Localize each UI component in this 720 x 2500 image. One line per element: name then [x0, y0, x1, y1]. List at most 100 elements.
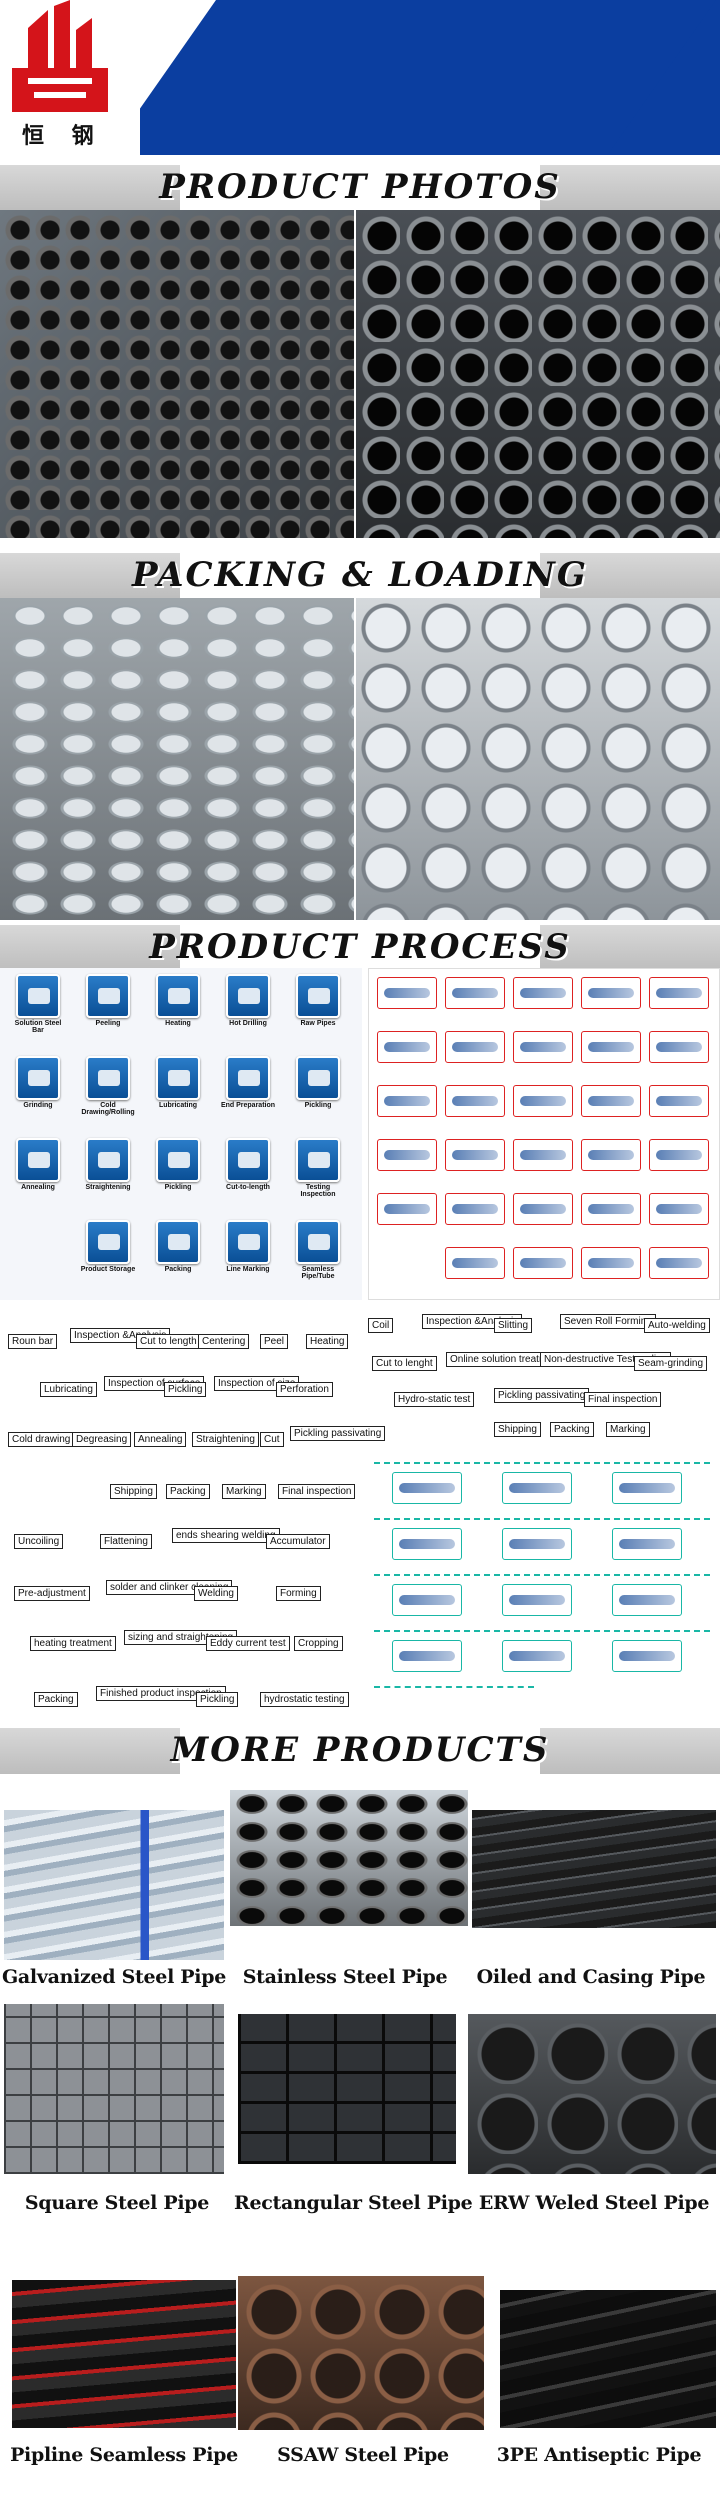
flow-step: Straightening — [192, 1432, 259, 1447]
tile-label: Pickling — [304, 1102, 332, 1109]
flow-step: Degreasing — [72, 1432, 132, 1447]
process-tile — [86, 1220, 130, 1264]
product-label[interactable]: Oiled and Casing Pipe — [476, 1966, 706, 1988]
process-tile — [86, 1138, 130, 1182]
product-photo-seamless[interactable] — [12, 2280, 236, 2428]
flow-step: Final inspection — [278, 1484, 356, 1499]
flow-step: Accumulator — [266, 1534, 330, 1549]
tile-label: Cut-to-length — [226, 1184, 270, 1191]
flowchart-erw: Uncoiling Flattening ends shearing weldi… — [0, 1520, 362, 1720]
flow-step: Pickling — [196, 1692, 239, 1707]
tile-label: Seamless Pipe/Tube — [301, 1266, 335, 1280]
product-photo-square[interactable] — [4, 2004, 224, 2174]
process-tile — [296, 1220, 340, 1264]
process-tile — [226, 1138, 270, 1182]
process-tile — [226, 1056, 270, 1100]
flow-step: ends shearing welding — [172, 1528, 280, 1543]
flow-step: heating treatment — [30, 1636, 116, 1651]
flow-step: Eddy current test — [206, 1636, 290, 1651]
section-pill — [180, 553, 540, 599]
product-photo-rectangular[interactable] — [238, 2014, 456, 2164]
tile-label: Cold Drawing/Rolling — [81, 1102, 135, 1116]
section-title-process: PRODUCT PROCESS — [149, 927, 571, 967]
product-photo-galvanized[interactable] — [4, 1810, 224, 1960]
product-photo-stainless[interactable] — [230, 1790, 468, 1926]
product-label[interactable]: ERW Weled Steel Pipe — [478, 2192, 710, 2214]
flow-step: Shipping — [110, 1484, 157, 1499]
product-photo-ssaw[interactable] — [238, 2276, 484, 2430]
product-label[interactable]: Square Steel Pipe — [24, 2192, 210, 2214]
flow-step: Packing — [34, 1692, 78, 1707]
product-photo-3pe[interactable] — [500, 2290, 716, 2428]
flow-step: Shipping — [494, 1422, 541, 1437]
process-tile — [296, 1056, 340, 1100]
flow-step: Packing — [550, 1422, 594, 1437]
process-tile — [16, 974, 60, 1018]
tile-label: Raw Pipes — [300, 1020, 336, 1027]
process-tiles-panel: Solution Steel Bar Peeling Heating Hot D… — [0, 968, 362, 1300]
section-pill — [180, 1728, 540, 1774]
tile-label: Straightening — [85, 1184, 131, 1191]
photo-pipes-stack — [0, 210, 354, 538]
flow-step: Marking — [222, 1484, 266, 1499]
flow-step: Pickling passivating — [494, 1388, 590, 1403]
flow-step: Centering — [198, 1334, 250, 1349]
tile-label: Testing Inspection — [300, 1184, 336, 1198]
section-pill — [180, 165, 540, 211]
flow-step: Packing — [166, 1484, 210, 1499]
process-tile — [156, 974, 200, 1018]
process-tile — [16, 1056, 60, 1100]
tile-label: Pickling — [164, 1184, 192, 1191]
flow-step: Perforation — [276, 1382, 333, 1397]
product-label[interactable]: Galvanized Steel Pipe — [1, 1966, 226, 1988]
process-tile — [156, 1056, 200, 1100]
process-tile — [226, 974, 270, 1018]
tile-label: Solution Steel Bar — [14, 1020, 62, 1034]
flow-step: hydrostatic testing — [260, 1692, 349, 1707]
photo-bundles-warehouse — [0, 598, 354, 920]
flow-step: Roun bar — [8, 1334, 58, 1349]
logo-text: 恒 钢 — [22, 123, 104, 149]
process-tile — [156, 1138, 200, 1182]
flow-step: Forming — [276, 1586, 321, 1601]
product-label[interactable]: SSAW Steel Pipe — [277, 2444, 449, 2466]
flowchart-welded: Coil Inspection &Analysis Slitting Seven… — [364, 1310, 720, 1450]
tile-label: Lubricating — [158, 1102, 198, 1109]
process-tile — [86, 1056, 130, 1100]
flow-step: Auto-welding — [644, 1318, 710, 1333]
flow-step: Pre-adjustment — [14, 1586, 90, 1601]
flowchart-seamless: Roun bar Inspection &Analysis Cut to len… — [0, 1310, 386, 1520]
tile-label: Heating — [165, 1020, 191, 1027]
process-diagram-red — [368, 968, 720, 1300]
section-pill — [180, 925, 540, 971]
section-title-more-products: MORE PRODUCTS — [170, 1730, 550, 1770]
process-tile — [16, 1138, 60, 1182]
flow-step: Pickling passivating — [290, 1426, 386, 1441]
process-tile — [296, 974, 340, 1018]
photo-container-loading — [356, 598, 720, 920]
product-label[interactable]: Pipline Seamless Pipe — [10, 2444, 238, 2466]
process-tile — [86, 974, 130, 1018]
section-title-product-photos: PRODUCT PHOTOS — [159, 167, 561, 207]
tile-label: Line Marking — [226, 1266, 270, 1273]
flow-step: Flattening — [100, 1534, 152, 1549]
process-diagram-teal — [364, 1454, 720, 1714]
product-label[interactable]: Stainless Steel Pipe — [242, 1966, 448, 1988]
product-label[interactable]: 3PE Antiseptic Pipe — [496, 2444, 702, 2466]
flow-step: Final inspection — [584, 1392, 662, 1407]
product-photo-oiled-casing[interactable] — [472, 1810, 716, 1928]
tile-label: Packing — [164, 1266, 192, 1273]
flow-step: Slitting — [494, 1318, 533, 1333]
flow-step: Seven Roll Forming — [560, 1314, 656, 1329]
tile-label: Grinding — [23, 1102, 53, 1109]
flow-step: Coil — [368, 1318, 394, 1333]
flow-step: Marking — [606, 1422, 650, 1437]
flow-step: Cut to length — [136, 1334, 201, 1349]
flow-step: Cut — [260, 1432, 284, 1447]
product-photo-erw[interactable] — [468, 2014, 716, 2174]
product-label[interactable]: Rectangular Steel Pipe — [234, 2192, 473, 2214]
flow-step: Pickling — [164, 1382, 207, 1397]
flow-step: Cut to lenght — [372, 1356, 437, 1371]
tile-label: Peeling — [95, 1020, 121, 1027]
flow-step: Cold drawing — [8, 1432, 75, 1447]
